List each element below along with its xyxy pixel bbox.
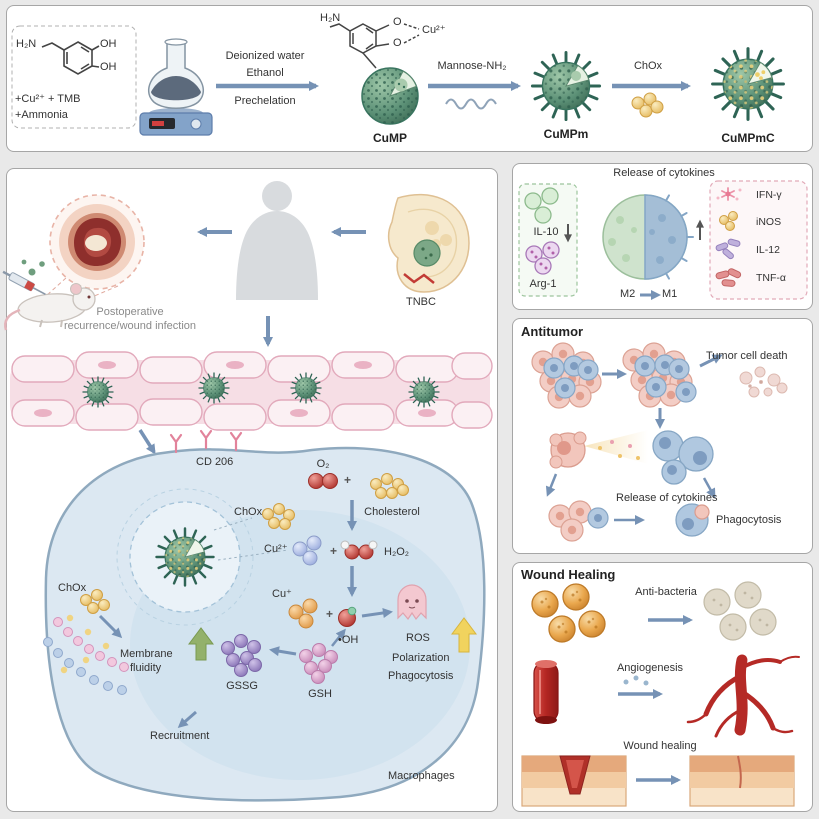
label-cu-ion: Cu²⁺ (422, 24, 446, 36)
label-product-cumpmc: CuMPmC (721, 131, 775, 145)
label-h2n-1: H₂N (16, 38, 37, 50)
label-recruitment: Recruitment (150, 730, 210, 742)
label-antitumor-title: Antitumor (521, 324, 584, 339)
panel-synthesis (6, 5, 813, 152)
label-cholesterol: Cholesterol (364, 506, 420, 518)
label-wound-title: Wound Healing (521, 567, 616, 582)
label-membrane-2: fluidity (130, 662, 162, 674)
label-phagocytosis-mech: Phagocytosis (388, 670, 454, 682)
label-o-2: O (393, 37, 402, 49)
label-cytokines-title: Release of cytokines (613, 167, 715, 179)
label-o-1: O (393, 16, 402, 28)
label-antibacteria: Anti-bacteria (635, 586, 697, 598)
label-angiogenesis: Angiogenesis (616, 662, 684, 674)
label-gssg: GSSG (226, 680, 258, 692)
label-chox-outer: ChOx (58, 582, 87, 594)
label-postop-1: Postoperative (96, 306, 164, 318)
label-membrane-1: Membrane (120, 648, 173, 660)
label-postop-2: recurrence/wound infection (63, 320, 197, 332)
label-macrophages: Macrophages (388, 770, 455, 782)
label-h2o2: H₂O₂ (384, 546, 410, 558)
label-cd206: CD 206 (196, 456, 234, 468)
label-plus-3: + (326, 607, 334, 621)
label-il12: IL-12 (756, 244, 780, 256)
panel-wound (512, 562, 813, 812)
label-step1-prechelation: Prechelation (234, 95, 296, 107)
label-oh-1: OH (100, 38, 117, 50)
label-product-cump: CuMP (373, 131, 407, 145)
label-step1-ethanol: Ethanol (246, 67, 284, 79)
label-ros: ROS (406, 632, 430, 644)
panel-mechanism (6, 168, 498, 812)
label-release-cytokines: Release of cytokines (616, 492, 718, 504)
label-oh-2: OH (100, 61, 117, 73)
label-gsh: GSH (308, 688, 332, 700)
label-reagents-2: +Ammonia (15, 109, 68, 121)
label-cu1: Cu⁺ (272, 588, 292, 600)
label-tumor-cell-death: Tumor cell death (706, 350, 788, 362)
label-o2: O₂ (316, 458, 330, 470)
label-tnbc: TNBC (406, 296, 436, 308)
label-il10: IL-10 (533, 226, 559, 238)
label-phagocytosis-anti: Phagocytosis (716, 514, 782, 526)
label-step2-mannose: Mannose-NH₂ (437, 60, 507, 72)
label-wound-healing: Wound healing (623, 740, 697, 752)
label-ifn: IFN-γ (756, 189, 782, 201)
label-plus-2: + (330, 544, 338, 558)
label-step1-deionized: Deionized water (225, 50, 305, 62)
label-inos: iNOS (756, 216, 782, 228)
label-m2: M2 (620, 288, 636, 300)
label-step3-chox: ChOx (633, 60, 663, 72)
label-reagents-1: +Cu²⁺ + TMB (15, 93, 81, 105)
label-chox-inner: ChOx (234, 506, 263, 518)
label-tnf: TNF-α (756, 272, 786, 284)
label-plus-1: + (344, 473, 352, 487)
label-polarization: Polarization (392, 652, 450, 664)
label-arg1: Arg-1 (529, 278, 557, 290)
label-product-cumpm: CuMPm (543, 127, 589, 141)
label-h2n-2: H₂N (320, 12, 341, 24)
label-oh-radical: •OH (338, 634, 359, 646)
label-cu2: Cu²⁺ (264, 543, 288, 555)
label-m1: M1 (662, 288, 678, 300)
